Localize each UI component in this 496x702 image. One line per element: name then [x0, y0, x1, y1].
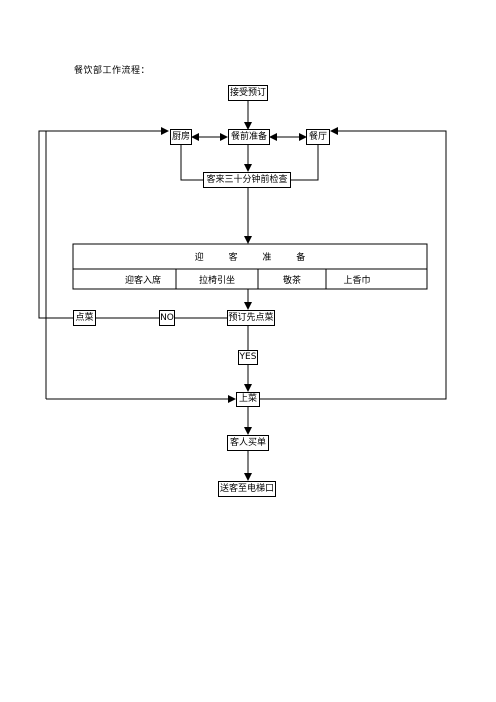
node-serve-dishes: 上菜 [236, 392, 260, 407]
prep-title: 迎 客 准 备 [194, 252, 317, 263]
node-pre-arrival-check: 客来三十分钟前检查 [203, 172, 291, 188]
prep-item-serve-tea: 敬茶 [282, 276, 301, 286]
line-restaurant-to-check [291, 145, 319, 181]
page-title: 餐饮部工作流程： [74, 66, 151, 76]
node-order: 点菜 [73, 310, 96, 326]
arrow-serve-to-restaurant [260, 127, 447, 400]
prep-block [72, 243, 428, 290]
prep-item-pull-chair: 拉椅引坐 [198, 276, 235, 286]
label-yes: YES [238, 350, 258, 365]
node-kitchen: 厨房 [170, 129, 192, 145]
arrow-order-to-kitchen [38, 127, 169, 319]
node-guest-pays: 客人买单 [227, 435, 269, 451]
prep-item-seat-guests: 迎客入席 [124, 276, 161, 286]
node-pre-order-dishes: 预订先点菜 [227, 310, 275, 326]
label-no: NO [159, 310, 175, 326]
line-kitchen-to-check [180, 145, 203, 181]
prep-item-hot-towel: 上香巾 [343, 276, 371, 286]
node-see-off-guests: 送客至电梯口 [218, 481, 276, 497]
node-pre-meal-prep: 餐前准备 [228, 129, 270, 145]
node-restaurant: 餐厅 [306, 129, 330, 145]
node-receive-booking: 接受预订 [228, 85, 268, 101]
